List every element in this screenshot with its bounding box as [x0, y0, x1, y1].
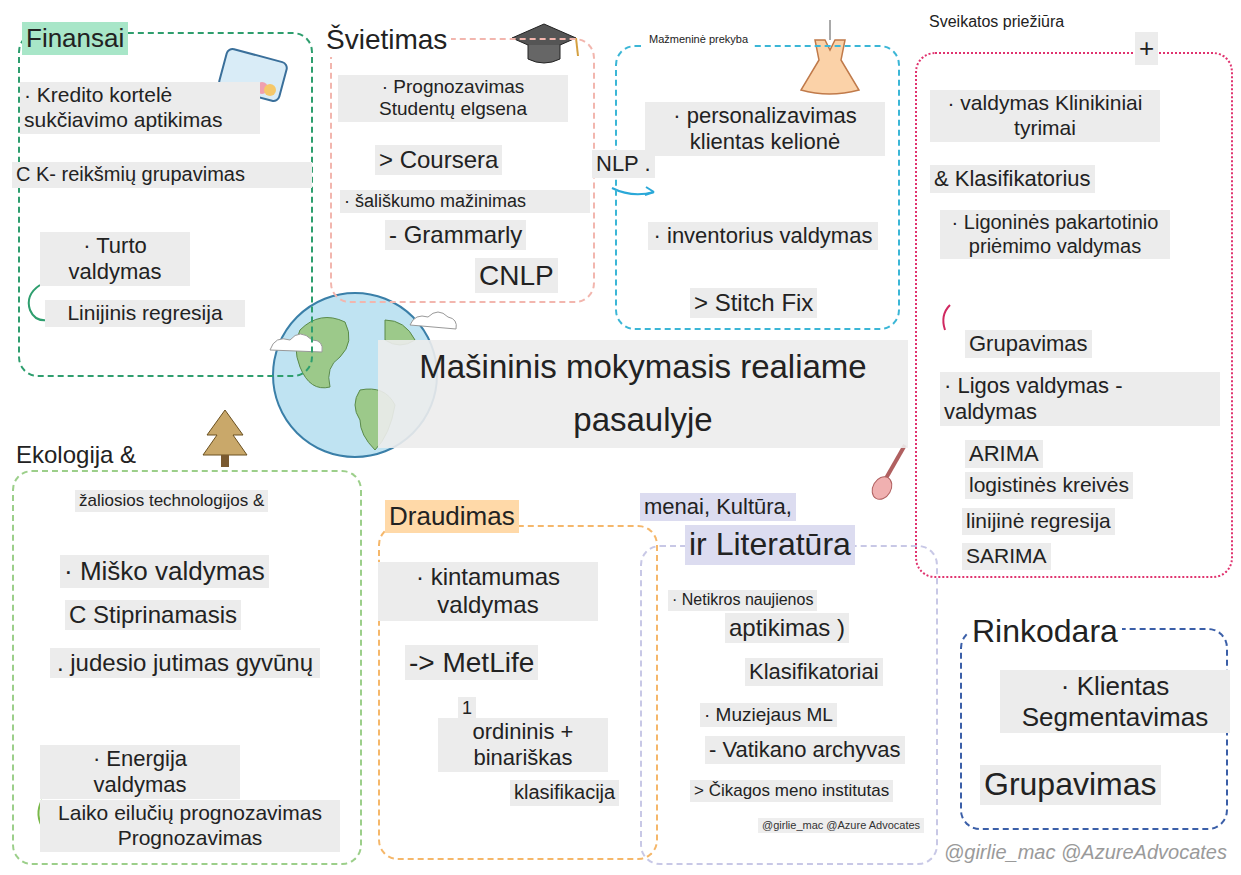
illustration-part [410, 312, 456, 329]
item-text: 1 [458, 697, 476, 720]
illustration-part [885, 445, 905, 480]
illustration-part [645, 187, 654, 195]
section-outline: Finansai· Kredito kortelė sukčiavimo apt… [18, 32, 313, 377]
item-text: · Prognozavimas Studentų elgsena [338, 75, 568, 122]
item-text: · valdymas Klinikiniai tyrimai [930, 90, 1160, 142]
item-text: SARIMA [962, 543, 1051, 570]
item-text: CNLP [475, 258, 558, 293]
illustration-part [296, 318, 349, 388]
item-text: ordininis + binariškas [438, 718, 608, 772]
illustration-part [203, 410, 247, 455]
item-text: - Vatikano archyvas [705, 736, 905, 764]
item-text: · Energija valdymas [40, 745, 240, 799]
hand-drawn-arrows [29, 285, 950, 833]
section-heading: Rinkodara [968, 612, 1122, 652]
item-text: · Ligos valdymas - valdymas [940, 372, 1220, 426]
item-text: · Turto valdymas [40, 232, 190, 286]
item-text: · Netikros naujienos [668, 590, 817, 611]
item-text: C K- reikšmių grupavimas [12, 162, 312, 188]
item-text: Grupavimas [980, 765, 1161, 805]
section-heading: Draudimas [385, 500, 519, 533]
illustration-part [221, 455, 229, 467]
item-text: · kintamumas valdymas [378, 562, 598, 621]
item-text: žaliosios technologijos & [75, 490, 268, 512]
graduation-cap [512, 24, 578, 63]
item-text: > Stitch Fix [690, 288, 817, 318]
item-text: · personalizavimas klientas kelionė [645, 102, 885, 156]
illustration-part [943, 305, 950, 330]
section-outline: Švietimas· Prognozavimas Studentų elgsen… [330, 38, 595, 303]
illustration-part [830, 20, 831, 40]
item-text: Linijinis regresija [45, 300, 245, 327]
illustration-part [576, 38, 578, 56]
section-heading: ir Literatūra [685, 525, 855, 565]
item-text: NLP . [592, 150, 655, 178]
item-text: · inventorius valdymas [648, 222, 878, 250]
item-text: & Klasifikatorius [930, 165, 1095, 193]
illustration-part [801, 40, 859, 94]
item-text: > Čikagos meno institutas [690, 780, 893, 802]
section-outline: menai, Kultūra,ir Literatūra· Netikros n… [640, 545, 938, 865]
item-text: C Stiprinamasis [65, 600, 241, 630]
illustration-part [868, 473, 896, 503]
section-outline: Sveikatos priežiūra+· valdymas Klinikini… [915, 52, 1233, 578]
illustration-part [264, 84, 276, 96]
item-text: - Grammarly [385, 220, 526, 250]
section-outline: Mažmeninė prekyba· personalizavimas klie… [615, 45, 900, 330]
section-outline: Rinkodara· Klientas SegmentavimasGrupavi… [960, 628, 1228, 830]
item-text: > Coursera [375, 145, 502, 175]
item-text: ARIMA [965, 440, 1043, 468]
item-text: · šališkumo mažinimas [340, 190, 590, 213]
section-heading: Mažmeninė prekyba [645, 32, 752, 47]
tree [203, 410, 247, 467]
section-heading: Sveikatos priežiūra [925, 12, 1068, 33]
dress [801, 20, 859, 94]
item-text: aptikimas ) [725, 613, 849, 643]
item-text: -> MetLife [405, 645, 538, 680]
item-text: Klasifikatoriai [745, 658, 883, 686]
illustration-part [270, 334, 322, 352]
item-text: klasifikacija [510, 780, 619, 806]
item-text: + [1135, 32, 1158, 65]
credit-text: @girlie_mac @Azure Advocates [758, 818, 924, 833]
section-outline: Draudimas· kintamumas valdymas-> MetLife… [378, 525, 658, 860]
item-text: · Ligoninės pakartotinio priėmimo valdym… [940, 210, 1170, 259]
item-text: logistinės kreivės [965, 472, 1133, 499]
item-text: linijinė regresija [962, 508, 1115, 535]
item-text: Grupavimas [965, 330, 1092, 358]
watermark: @girlie_mac @AzureAdvocates [940, 840, 1231, 866]
item-text: · Muziejaus ML [700, 703, 837, 727]
paintbrush [868, 445, 905, 503]
section-heading: Finansai [22, 22, 128, 55]
illustration-part [612, 188, 654, 194]
section-heading: Ekologija & [12, 440, 140, 470]
section-heading: menai, Kultūra, [640, 493, 796, 521]
section-heading: Švietimas [322, 22, 451, 57]
section-outline: Ekologija &žaliosios technologijos &· Mi… [12, 470, 362, 865]
item-text: · Miško valdymas [60, 555, 269, 588]
item-text: . judesio jutimas gyvūnų [50, 648, 320, 678]
item-text: Laiko eilučių prognozavimas Prognozavima… [40, 800, 340, 852]
item-text: · Klientas Segmentavimas [1000, 670, 1230, 733]
title: Mašininis mokymasis realiame pasaulyje [378, 340, 908, 448]
nlp-arrow [612, 187, 654, 195]
item-text: · Kredito kortelė sukčiavimo aptikimas [20, 82, 260, 134]
illustration-part [528, 45, 560, 63]
